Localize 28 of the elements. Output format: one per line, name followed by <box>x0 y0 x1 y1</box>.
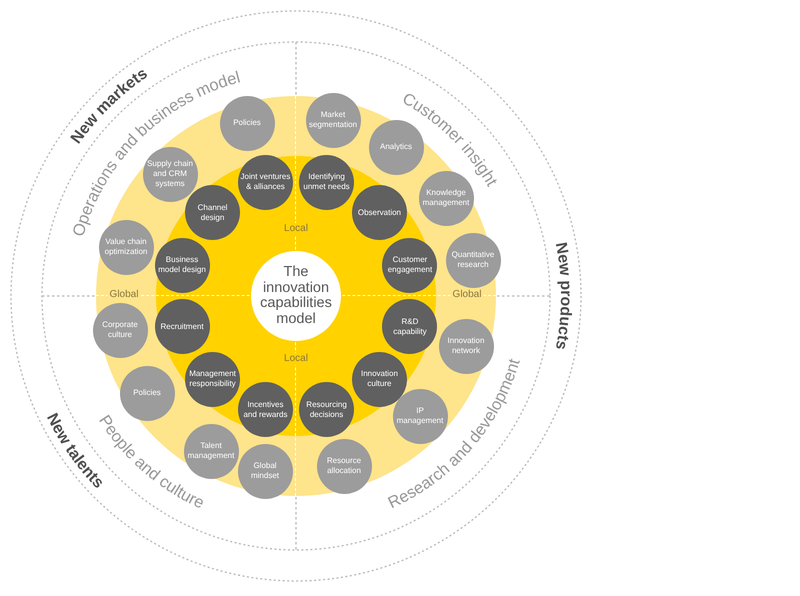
circle-label: Resource allocation <box>326 456 362 476</box>
circle-label: Global mindset <box>250 461 280 481</box>
zone-label: Local <box>282 223 310 235</box>
circle-label: Innovation culture <box>360 369 399 390</box>
circle-label: Policies <box>233 118 261 128</box>
circle-label: Customer engagement <box>386 255 434 276</box>
circle-label: Corporate culture <box>101 320 139 340</box>
zone-label: Local <box>282 353 310 365</box>
circle-label: Channel design <box>196 202 228 223</box>
circle-label: Joint ventures & alliances <box>240 172 291 192</box>
circle-label: Incentives and rewards <box>242 400 288 420</box>
circle-label: Value chain optimization <box>104 237 148 257</box>
circle-label: Market segmentation <box>308 110 358 130</box>
center-label: The innovation capabilities model <box>259 265 333 327</box>
circle-label: Observation <box>358 208 401 218</box>
circle-label: Management responsibility <box>188 369 237 390</box>
circle-label: Quantitative research <box>450 250 496 270</box>
circle-label: Resourcing decisions <box>305 400 348 420</box>
circle-label: Recruitment <box>160 322 204 332</box>
circle-label: Policies <box>133 388 161 398</box>
circle-label: Supply chain and CRM systems <box>146 159 194 189</box>
circle-label: Innovation network <box>446 336 486 356</box>
circle-label: IP management <box>396 406 444 426</box>
circle-label: Business model design <box>157 255 207 276</box>
circle-label: Talent management <box>186 441 236 461</box>
circle-label: R&D capability <box>392 316 428 337</box>
circle-label: Identifying unmet needs <box>302 172 351 192</box>
circle-label: Knowledge management <box>422 188 470 208</box>
